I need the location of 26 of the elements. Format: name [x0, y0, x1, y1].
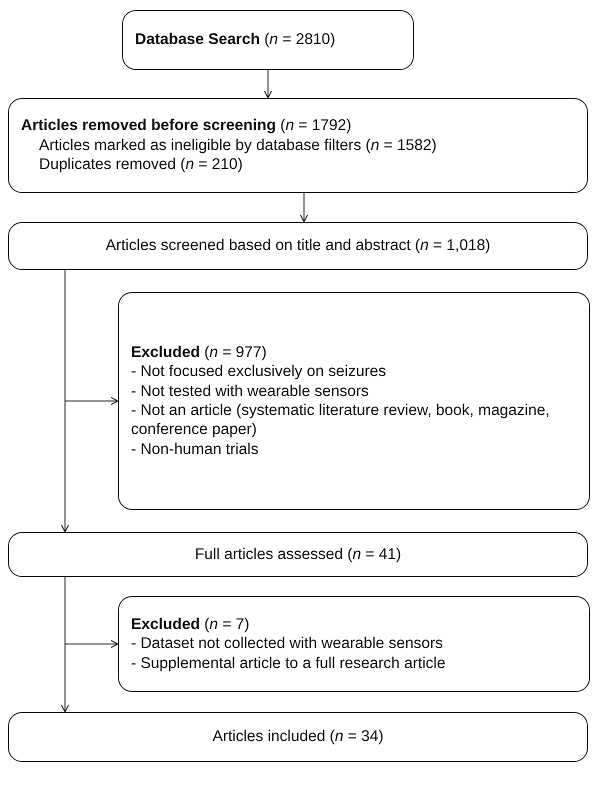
arrow	[61, 576, 69, 712]
box-text: - Not an article (systematic literature review, book, magazine, conference paper)	[131, 401, 551, 440]
box-heading: Full articles assessed (n = 41)	[194, 544, 402, 564]
box-heading: Excluded (n = 7)	[131, 614, 250, 634]
process-box	[8, 98, 588, 193]
box-heading: Excluded (n = 977)	[131, 342, 268, 362]
box-text: Duplicates removed (n = 210)	[38, 155, 244, 175]
box-text: - Supplemental article to a full research article	[131, 654, 446, 674]
box-text: - Dataset not collected with wearable sensors	[131, 634, 444, 654]
process-box	[122, 10, 414, 70]
box-heading: Articles removed before screening (n = 1792)	[21, 116, 352, 136]
arrow	[300, 192, 308, 222]
process-box	[8, 532, 588, 577]
process-box	[8, 712, 588, 762]
process-box	[8, 222, 588, 270]
process-box	[118, 292, 590, 510]
box-heading: Articles included (n = 34)	[211, 727, 385, 747]
arrow	[264, 70, 272, 98]
box-text: - Not tested with wearable sensors	[131, 382, 370, 401]
box-heading: Articles screened based on title and abstract (n = 1,018)	[104, 236, 492, 256]
box-heading: Database Search (n = 2810)	[135, 30, 336, 50]
arrow	[61, 270, 69, 532]
box-text: Articles marked as ineligible by database filters (n = 1582)	[38, 136, 438, 156]
box-text: - Non-human trials	[131, 440, 260, 460]
box-text: - Not focused exclusively on seizures	[131, 362, 388, 382]
process-box	[118, 596, 590, 692]
